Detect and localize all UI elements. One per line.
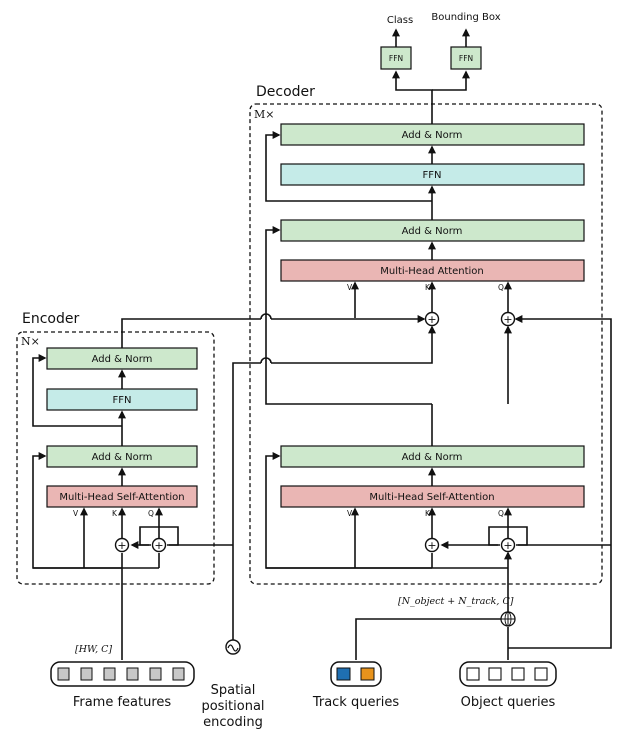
spatial-label-2: positional — [201, 699, 264, 714]
svg-text:+: + — [117, 539, 126, 552]
decoder-mhsa-label: Multi-Head Self-Attention — [369, 492, 494, 503]
decoder-add-norm-2-label: Add & Norm — [402, 226, 463, 237]
encoder-mhsa-v: V — [73, 509, 79, 518]
decoder-mhsa-v: V — [347, 509, 353, 518]
decoder-mha-v: V — [347, 283, 353, 292]
decoder-add-norm-3-label: Add & Norm — [402, 130, 463, 141]
svg-text:+: + — [503, 313, 512, 326]
track-query-blue — [336, 667, 351, 681]
class-ffn-block — [380, 46, 412, 70]
decoder-mhsa-k: K — [425, 509, 431, 518]
encoder-add-norm-2-label: Add & Norm — [92, 354, 153, 365]
encoder-mhsa-k: K — [112, 509, 118, 518]
plus-node-dec-k — [424, 537, 440, 553]
class-ffn-label: FFN — [389, 54, 403, 63]
decoder-add-norm-1-label: Add & Norm — [402, 452, 463, 463]
svg-text:+: + — [427, 539, 436, 552]
track-queries-label: Track queries — [312, 695, 400, 710]
object-queries-label: Object queries — [461, 695, 556, 710]
plus-node-enc-k — [114, 537, 130, 553]
concat-shape-label: [N_object + N_track, C] — [398, 596, 514, 607]
frame-feature-cells — [57, 667, 185, 681]
track-query-orange — [360, 667, 375, 681]
spatial-label-3: encoding — [203, 715, 263, 730]
decoder-add-norm-3 — [280, 123, 585, 146]
object-query-cells — [466, 667, 548, 681]
decoder-mhsa-q: Q — [498, 509, 504, 518]
svg-text:+: + — [503, 539, 512, 552]
encoder-add-norm-2 — [46, 347, 198, 370]
encoder-title: Encoder — [22, 311, 79, 327]
frame-features-label: Frame features — [73, 695, 172, 710]
class-output-label: Class — [387, 15, 413, 26]
bbox-output-label: Bounding Box — [431, 12, 500, 23]
encoder-add-norm-1-label: Add & Norm — [92, 452, 153, 463]
encoder-ffn-label: FFN — [113, 395, 132, 406]
decoder-mha-q: Q — [498, 283, 504, 292]
svg-text:+: + — [154, 539, 163, 552]
decoder-title: Decoder — [256, 84, 315, 100]
decoder-repeat: M× — [254, 108, 274, 121]
frame-shape-label: [HW, C] — [75, 644, 112, 655]
bbox-ffn-label: FFN — [459, 54, 473, 63]
decoder-box — [249, 103, 603, 585]
encoder-mhsa-label: Multi-Head Self-Attention — [59, 492, 184, 503]
svg-text:+: + — [427, 313, 436, 326]
decoder-mha-k: K — [425, 283, 431, 292]
decoder-mha-label: Multi-Head Attention — [380, 266, 484, 277]
object-queries-container — [459, 661, 557, 687]
encoder-mhsa-q: Q — [148, 509, 154, 518]
encoder-box — [16, 331, 215, 585]
spatial-label-1: Spatial — [211, 683, 256, 698]
bbox-ffn-block — [450, 46, 482, 70]
encoder-repeat: N× — [21, 335, 40, 348]
decoder-ffn-label: FFN — [423, 170, 442, 181]
plus-node-enc-q — [151, 537, 167, 553]
